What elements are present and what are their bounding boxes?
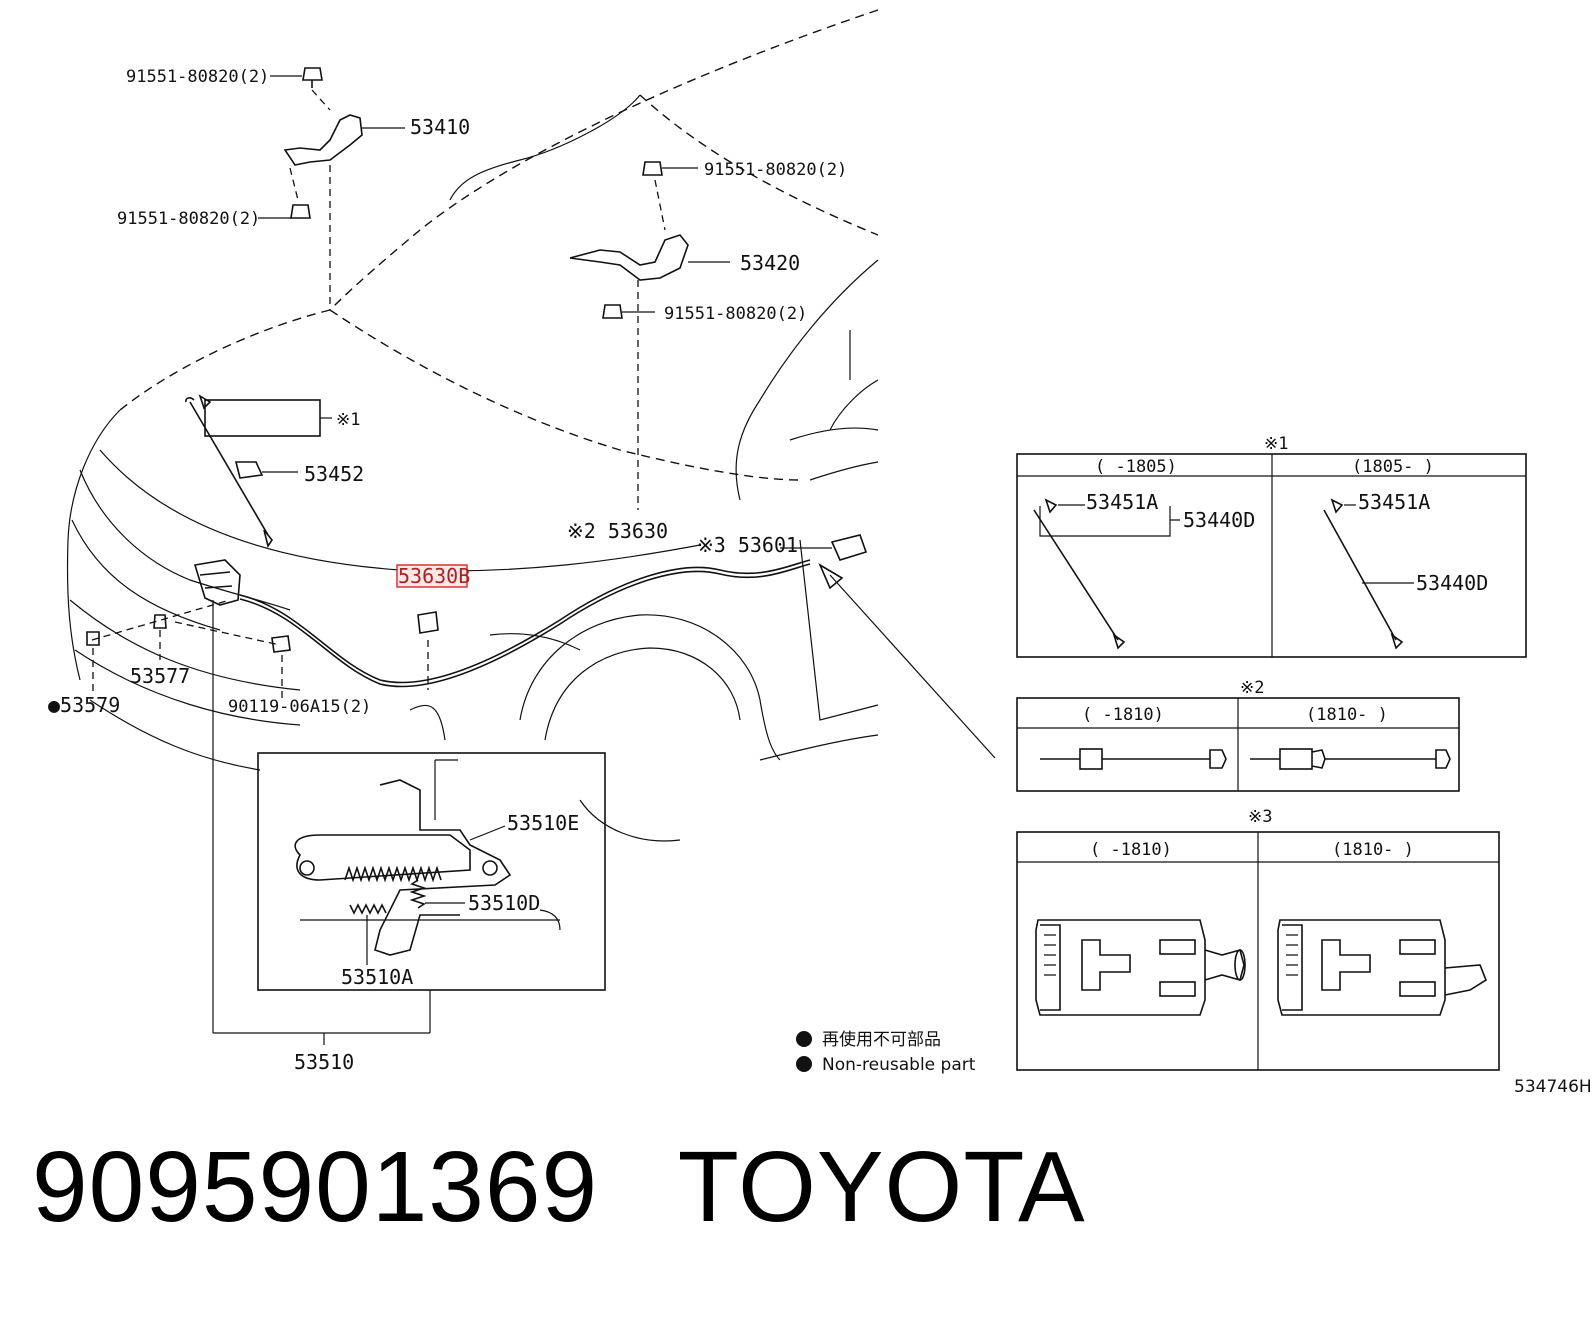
label-hinge-left: 53410 bbox=[410, 115, 470, 139]
lock-detail-box bbox=[257, 752, 606, 991]
inset-1-right-part-d: 53440D bbox=[1416, 571, 1488, 595]
legend-jp: 再使用不可部品 bbox=[822, 1029, 941, 1050]
brand-name: TOYOTA bbox=[677, 1131, 1086, 1243]
label-bolt-right-top: 91551-80820(2) bbox=[704, 160, 847, 180]
label-spring-d: 53510D bbox=[468, 891, 540, 915]
bolt-icon bbox=[602, 304, 623, 319]
label-hinge-right: 53420 bbox=[740, 251, 800, 275]
inset-1-left-part-d: 53440D bbox=[1183, 508, 1255, 532]
inset-1-right-part-a: 53451A bbox=[1358, 490, 1430, 514]
car-body-outline bbox=[66, 9, 879, 842]
label-spring-a: 53510A bbox=[341, 965, 413, 989]
hinge-right-group bbox=[569, 161, 730, 510]
callout-labels: 91551-80820(2) 53410 91551-80820(2) 9155… bbox=[48, 67, 847, 1074]
label-bolt-top-left: 91551-80820(2) bbox=[126, 67, 269, 87]
footer: 9095901369 TOYOTA bbox=[32, 1130, 1086, 1250]
inset-2-title: ※2 bbox=[1240, 678, 1264, 698]
label-lever: ※3 53601 bbox=[697, 533, 798, 557]
highlight-box bbox=[396, 564, 468, 588]
inset-1: ※1 ( -1805) (1805- ) 53451A 53440D 53451… bbox=[1016, 434, 1527, 658]
label-lock-assy: 53510 bbox=[294, 1050, 354, 1074]
part-number: 9095901369 bbox=[32, 1131, 599, 1243]
hinge-left-group bbox=[258, 67, 405, 310]
inset-3: ※3 ( -1810) (1810- ) bbox=[1016, 807, 1500, 1071]
hood-support-group bbox=[185, 394, 332, 548]
drawing-number: 534746H bbox=[1514, 1077, 1592, 1097]
non-reusable-dot-icon bbox=[796, 1031, 812, 1047]
inset-1-title: ※1 bbox=[1264, 434, 1288, 454]
inset-3-title: ※3 bbox=[1248, 807, 1272, 827]
label-bolt-left-lower: 91551-80820(2) bbox=[117, 209, 260, 229]
label-lock-bracket: 53577 bbox=[130, 664, 190, 688]
bolt-icon bbox=[302, 67, 323, 81]
inset-1-col-right: (1805- ) bbox=[1352, 457, 1434, 477]
label-spring-e: 53510E bbox=[507, 811, 579, 835]
bolt-icon bbox=[271, 635, 291, 653]
bolt-icon bbox=[86, 631, 100, 646]
hood-lock-group bbox=[86, 534, 996, 1045]
label-screw: 90119-06A15(2) bbox=[228, 697, 371, 717]
bolt-icon bbox=[642, 161, 663, 176]
inset-2: ※2 ( -1810) (1810- ) bbox=[1016, 678, 1460, 792]
legend: 再使用不可部品 Non-reusable part 534746H bbox=[796, 1029, 1592, 1097]
label-bolt-right-lower: 91551-80820(2) bbox=[664, 304, 807, 324]
label-note-1-ref: ※1 bbox=[336, 410, 360, 430]
label-cable: ※2 53630 bbox=[567, 519, 668, 543]
inset-1-col-left: ( -1805) bbox=[1095, 457, 1177, 477]
inset-3-col-left: ( -1810) bbox=[1090, 840, 1172, 860]
label-hood-support: 53452 bbox=[304, 462, 364, 486]
label-cable-clamp: 53630B bbox=[398, 564, 470, 588]
inset-3-col-right: (1810- ) bbox=[1332, 840, 1414, 860]
non-reusable-dot-icon bbox=[796, 1056, 812, 1072]
inset-2-col-left: ( -1810) bbox=[1082, 705, 1164, 725]
inset-2-col-right: (1810- ) bbox=[1306, 705, 1388, 725]
inset-1-left-part-a: 53451A bbox=[1086, 490, 1158, 514]
legend-en: Non-reusable part bbox=[822, 1055, 976, 1075]
label-cushion: ●53579 bbox=[48, 693, 120, 717]
bolt-icon bbox=[290, 204, 311, 219]
